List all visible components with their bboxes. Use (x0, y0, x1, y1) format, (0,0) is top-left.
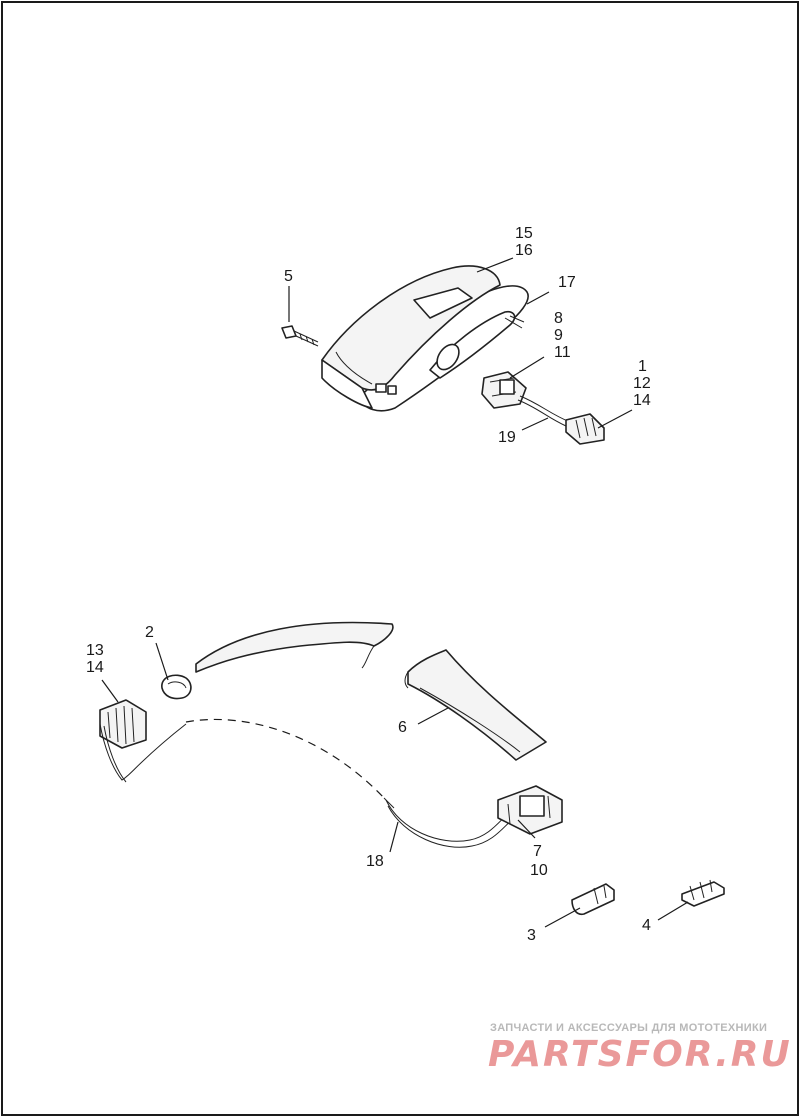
watermark-tagline: ЗАПЧАСТИ И АКСЕССУАРЫ ДЛЯ МОТОТЕХНИКИ (490, 1022, 768, 1034)
callout-3: 3 (527, 927, 536, 944)
callout-1: 1 (638, 358, 647, 375)
callout-2: 2 (145, 624, 154, 641)
callout-15: 15 (515, 225, 533, 242)
callout-9: 9 (554, 327, 563, 344)
callout-7: 7 (533, 843, 542, 860)
callout-14-top: 14 (633, 392, 651, 409)
callout-14-bottom: 14 (86, 659, 104, 676)
watermark-logo: PARTSFOR.RU (488, 1034, 792, 1075)
leader-lines-bottom (101, 642, 689, 928)
fender-strip-upper (195, 621, 394, 673)
socket-connector (481, 371, 527, 409)
callout-10: 10 (530, 862, 548, 879)
callout-18: 18 (366, 853, 384, 870)
callout-4: 4 (642, 917, 651, 934)
callout-17: 17 (558, 274, 576, 291)
screw (281, 325, 319, 347)
clip-three (571, 883, 615, 916)
pigtail-harness (517, 395, 605, 445)
main-harness (185, 718, 515, 848)
lower-connector (497, 785, 563, 835)
callout-19: 19 (498, 429, 516, 446)
callout-6: 6 (398, 719, 407, 736)
callout-16: 16 (515, 242, 533, 259)
light-housing-assembly (321, 265, 529, 412)
leader-lines-top (288, 257, 633, 431)
callout-12: 12 (633, 375, 651, 392)
left-connector (99, 699, 187, 783)
clip-four (681, 879, 725, 907)
callout-11: 11 (554, 344, 571, 361)
trim-strip (404, 649, 547, 761)
callout-labels: 15 16 5 17 8 9 11 1 12 14 19 2 13 14 6 7… (86, 225, 651, 944)
callout-5: 5 (284, 268, 293, 285)
harness-clip (161, 674, 192, 700)
callout-8: 8 (554, 310, 563, 327)
callout-13: 13 (86, 642, 104, 659)
